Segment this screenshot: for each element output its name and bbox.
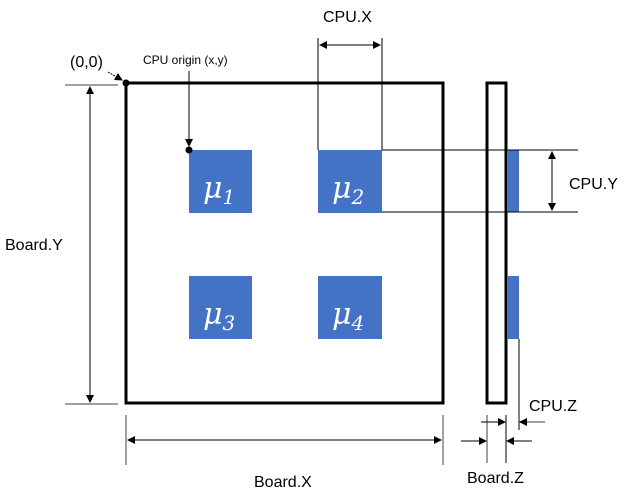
- origin-pointer: [107, 71, 123, 81]
- svg-text:μ3: μ3: [203, 297, 235, 335]
- board-x-dimension: Board.X: [125, 415, 444, 491]
- svg-text:μ1: μ1: [203, 171, 235, 209]
- board-z-dimension: Board.Z: [461, 415, 532, 487]
- board-outline: [124, 81, 445, 405]
- cpu-side-bottom: [507, 276, 519, 339]
- origin-dot: [122, 79, 130, 87]
- origin-label: (0,0): [70, 54, 103, 71]
- board-y-dimension: Board.Y: [0, 84, 118, 405]
- svg-text:μ4: μ4: [332, 297, 364, 335]
- cpu-side-top: [507, 150, 519, 212]
- cpu-4: μ4: [318, 276, 382, 339]
- svg-text:Board.Z: Board.Z: [467, 470, 524, 487]
- cpu-index: 3: [223, 311, 236, 335]
- cpu-origin-label: CPU origin (x,y): [143, 53, 228, 67]
- svg-text:Board.X: Board.X: [254, 474, 312, 491]
- svg-text:μ2: μ2: [332, 171, 364, 209]
- cpu-3: μ3: [189, 276, 252, 339]
- cpu-symbol: μ: [332, 171, 352, 206]
- cpu-symbol: μ: [203, 171, 223, 206]
- cpu-y-dimension: CPU.Y: [382, 149, 618, 213]
- cpu-1: μ1: [189, 150, 252, 213]
- cpu-origin-dot: [185, 146, 193, 154]
- cpu-index: 1: [223, 185, 236, 209]
- cpu-index: 4: [351, 311, 365, 335]
- svg-text:Board.Y: Board.Y: [5, 237, 63, 254]
- svg-text:CPU.Z: CPU.Z: [529, 398, 577, 415]
- cpu-z-dimension: CPU.Z: [481, 339, 577, 430]
- cpu-index: 2: [351, 185, 365, 209]
- cpu-symbol: μ: [203, 297, 223, 332]
- board-side-outline: [485, 81, 508, 405]
- svg-text:CPU.Y: CPU.Y: [569, 176, 618, 193]
- cpu-2: μ2: [318, 150, 382, 213]
- svg-text:CPU.X: CPU.X: [323, 9, 372, 26]
- cpu-symbol: μ: [332, 297, 352, 332]
- cpu-x-dimension: CPU.X: [317, 9, 383, 150]
